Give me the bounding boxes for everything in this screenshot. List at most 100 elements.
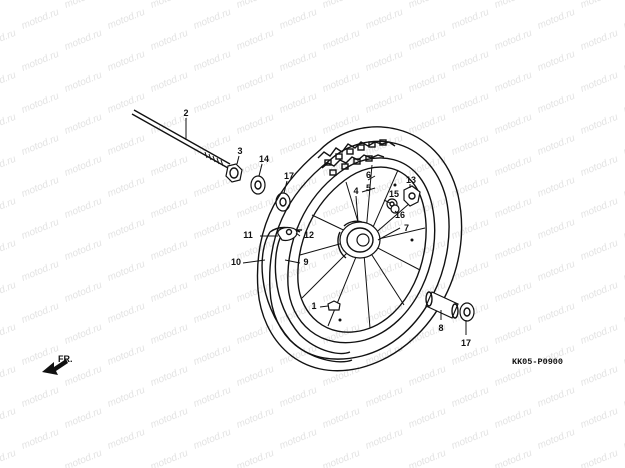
front-axle [131,109,231,169]
bearing-17-lower [459,302,475,322]
watermark-text: motod.ru [63,364,104,389]
watermark-text: motod.ru [579,238,620,263]
watermark-text: motod.ru [0,322,18,347]
watermark-text: motod.ru [20,175,61,200]
watermark-text: motod.ru [450,259,491,284]
watermark-text: motod.ru [579,322,620,347]
watermark-text: motod.ru [450,385,491,410]
watermark-text: motod.ru [278,385,319,410]
watermark-text: motod.ru [579,0,620,11]
watermark-text: motod.ru [493,364,534,389]
watermark-text: motod.ru [493,0,534,11]
watermark-text: motod.ru [0,0,18,11]
watermark-text: motod.ru [278,133,319,158]
watermark-text: motod.ru [0,196,18,221]
watermark-text: motod.ru [149,322,190,347]
bearing-14 [250,175,266,195]
watermark-text: motod.ru [536,91,577,116]
callout-14: 14 [259,154,269,164]
watermark-text: motod.ru [493,154,534,179]
watermark-text: motod.ru [407,406,448,431]
watermark-text: motod.ru [235,322,276,347]
watermark-text: motod.ru [364,91,405,116]
watermark-text: motod.ru [364,427,405,452]
watermark-text: motod.ru [0,28,18,53]
callout-13: 13 [406,175,416,185]
watermark-text: motod.ru [235,0,276,11]
callout-17-upper: 17 [284,171,294,181]
watermark-text: motod.ru [536,385,577,410]
watermark-text: motod.ru [20,133,61,158]
watermark-text: motod.ru [149,448,190,468]
direction-label: FR. [58,354,73,364]
watermark-text: motod.ru [364,385,405,410]
callout-3: 3 [237,146,242,156]
watermark-text: motod.ru [192,217,233,242]
watermark-text: motod.ru [493,112,534,137]
callout-12: 12 [304,230,314,240]
watermark-text: motod.ru [321,0,362,11]
watermark-text: motod.ru [536,217,577,242]
watermark-text: motod.ru [579,154,620,179]
watermark-text: motod.ru [235,196,276,221]
watermark-text: motod.ru [364,49,405,74]
watermark-text: motod.ru [450,7,491,32]
watermark-text: motod.ru [579,364,620,389]
watermark-text: motod.ru [149,406,190,431]
watermark-text: motod.ru [63,406,104,431]
watermark-text: motod.ru [493,28,534,53]
watermark-text: motod.ru [493,322,534,347]
watermark-text: motod.ru [235,406,276,431]
watermark-text: motod.ru [235,448,276,468]
watermark-text: motod.ru [450,217,491,242]
watermark-text: motod.ru [20,385,61,410]
watermark-text: motod.ru [106,7,147,32]
watermark-text: motod.ru [20,427,61,452]
callout-16: 16 [395,210,405,220]
watermark-text: motod.ru [0,280,18,305]
callout-15: 15 [389,189,399,199]
watermark-text: motod.ru [493,448,534,468]
callout-numbers: 2 3 14 17 6 5 4 7 13 15 16 11 12 10 9 1 … [183,108,471,348]
watermark-text: motod.ru [321,70,362,95]
watermark-text: motod.ru [235,28,276,53]
watermark-text: motod.ru [106,259,147,284]
watermark-text: motod.ru [536,175,577,200]
watermark-text: motod.ru [63,154,104,179]
watermark-text: motod.ru [149,70,190,95]
watermark-text: motod.ru [493,238,534,263]
watermark-text: motod.ru [321,364,362,389]
watermark-text: motod.ru [278,91,319,116]
watermark-text: motod.ru [407,0,448,11]
watermark-text: motod.ru [450,133,491,158]
watermark-text: motod.ru [407,28,448,53]
watermark-text: motod.ru [536,259,577,284]
callout-6: 6 [366,170,371,180]
watermark-text: motod.ru [63,238,104,263]
watermark-text: motod.ru [407,238,448,263]
watermark-text: motod.ru [450,91,491,116]
watermark-text: motod.ru [192,91,233,116]
callout-17-lower: 17 [461,338,471,348]
watermark-text: motod.ru [235,112,276,137]
watermark-text: motod.ru [407,364,448,389]
leader-lines [185,118,467,335]
watermark-text: motod.ru [536,7,577,32]
callout-5: 5 [366,183,371,193]
watermark-text: motod.ru [149,0,190,11]
watermark-text: motod.ru [579,448,620,468]
watermark-text: motod.ru [20,7,61,32]
spacer-8 [425,291,459,319]
watermark-text: motod.ru [192,385,233,410]
callout-9: 9 [303,257,308,267]
diagram-code: KK05-P0900 [512,357,563,367]
watermark-text: motod.ru [321,112,362,137]
watermark-text: motod.ru [579,280,620,305]
tire [256,126,463,372]
watermark-text: motod.ru [536,133,577,158]
watermark-text: motod.ru [20,343,61,368]
hub [337,220,381,259]
watermark-text: motod.ru [63,28,104,53]
watermark-text: motod.ru [0,112,18,137]
